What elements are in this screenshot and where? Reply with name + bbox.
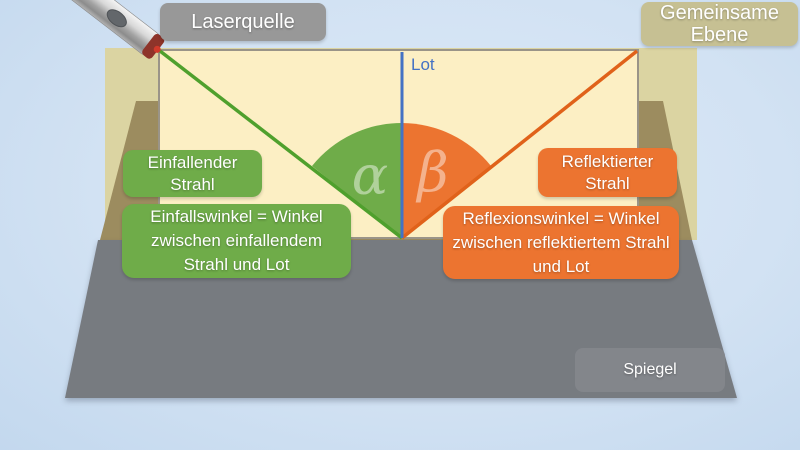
incidence-angle-definition-label: Einfallswinkel = Winkel zwischen einfall…: [122, 204, 351, 278]
reflected-ray-line: [400, 49, 639, 240]
laser-pen-tip: [142, 33, 165, 59]
laser-source-label: Laserquelle: [160, 3, 326, 41]
incident-ray-line: [158, 49, 404, 240]
mirror-label: Spiegel: [575, 348, 725, 392]
reflection-angle-definition-label: Reflexionswinkel = Winkel zwischen refle…: [443, 206, 679, 279]
normal-lot-label: Lot: [411, 55, 435, 74]
laser-dot-icon: [153, 45, 161, 53]
reflection-angle-wedge: [402, 123, 491, 238]
incidence-angle-wedge: [312, 122, 402, 238]
alpha-angle-symbol: α: [351, 143, 389, 207]
reflected-ray-label: Reflektierter Strahl: [538, 148, 677, 197]
incident-ray-label: Einfallender Strahl: [123, 150, 262, 197]
common-plane-label: Gemeinsame Ebene: [641, 2, 798, 46]
laser-pen-button: [106, 9, 127, 28]
beta-angle-symbol: β: [417, 141, 449, 204]
mirror-surface: [65, 240, 737, 398]
laser-pen: [43, 0, 165, 59]
